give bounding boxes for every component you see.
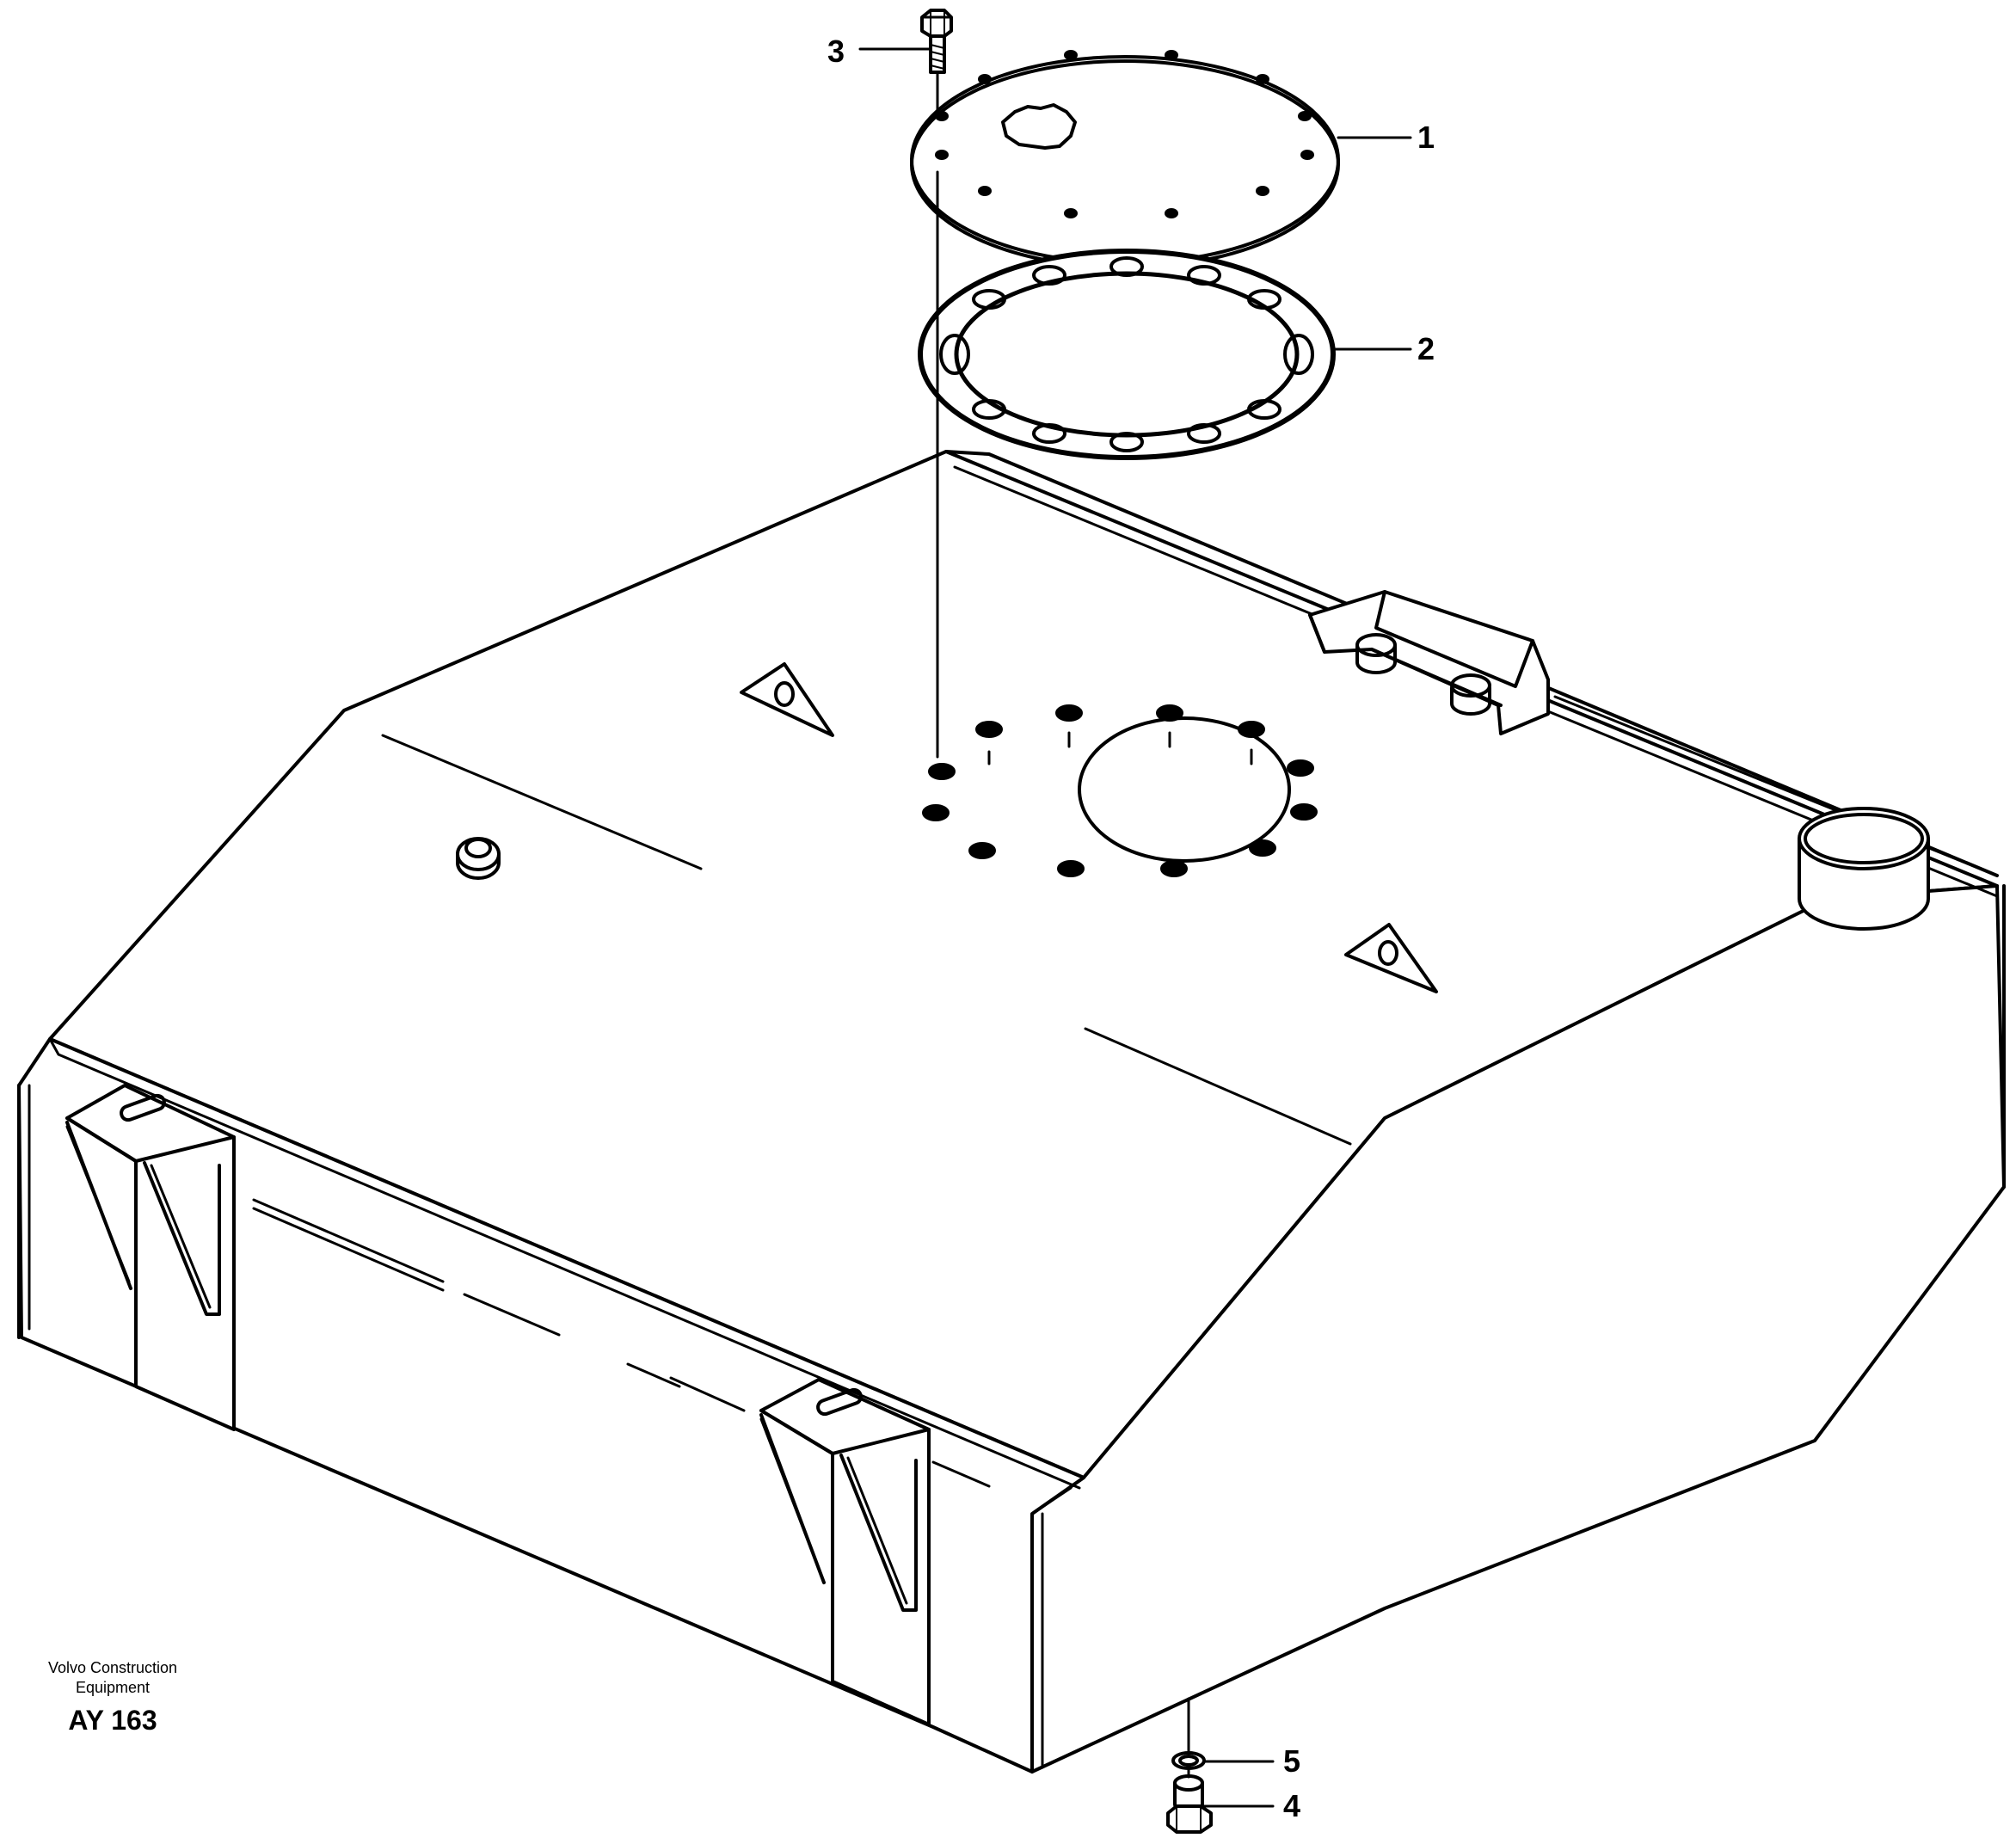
callout-4: 4 (1283, 1788, 1300, 1823)
top-bolt (920, 9, 953, 74)
clamp-bracket (1308, 590, 1999, 877)
leader-lines (858, 47, 1412, 1808)
credit-company-line2: Equipment (75, 1679, 151, 1696)
top-boss (456, 837, 501, 880)
gasket (918, 249, 1336, 460)
assembly-lines (936, 71, 1190, 1779)
drawing-credit: Volvo Construction Equipment AY 163 (0, 1658, 225, 1736)
lifting-lug-right (1344, 923, 1438, 993)
callout-3: 3 (827, 34, 845, 69)
mounting-bracket-left (65, 1084, 236, 1431)
tank-body (17, 450, 2006, 1773)
drawing-code: AY 163 (68, 1705, 157, 1736)
callout-1: 1 (1417, 120, 1435, 155)
tank-opening (922, 704, 1318, 877)
filler-neck (1798, 807, 1930, 931)
callout-numbers: 1 2 3 4 5 (827, 34, 1435, 1823)
cover-plate (910, 50, 1340, 269)
drain-plug (1166, 1774, 1213, 1834)
drain-washer (1171, 1751, 1206, 1770)
credit-company: Volvo Construction (47, 1659, 178, 1676)
lifting-lug-left (740, 662, 834, 737)
callout-5: 5 (1283, 1743, 1300, 1779)
mounting-bracket-right (759, 1378, 931, 1726)
callout-2: 2 (1417, 331, 1435, 366)
